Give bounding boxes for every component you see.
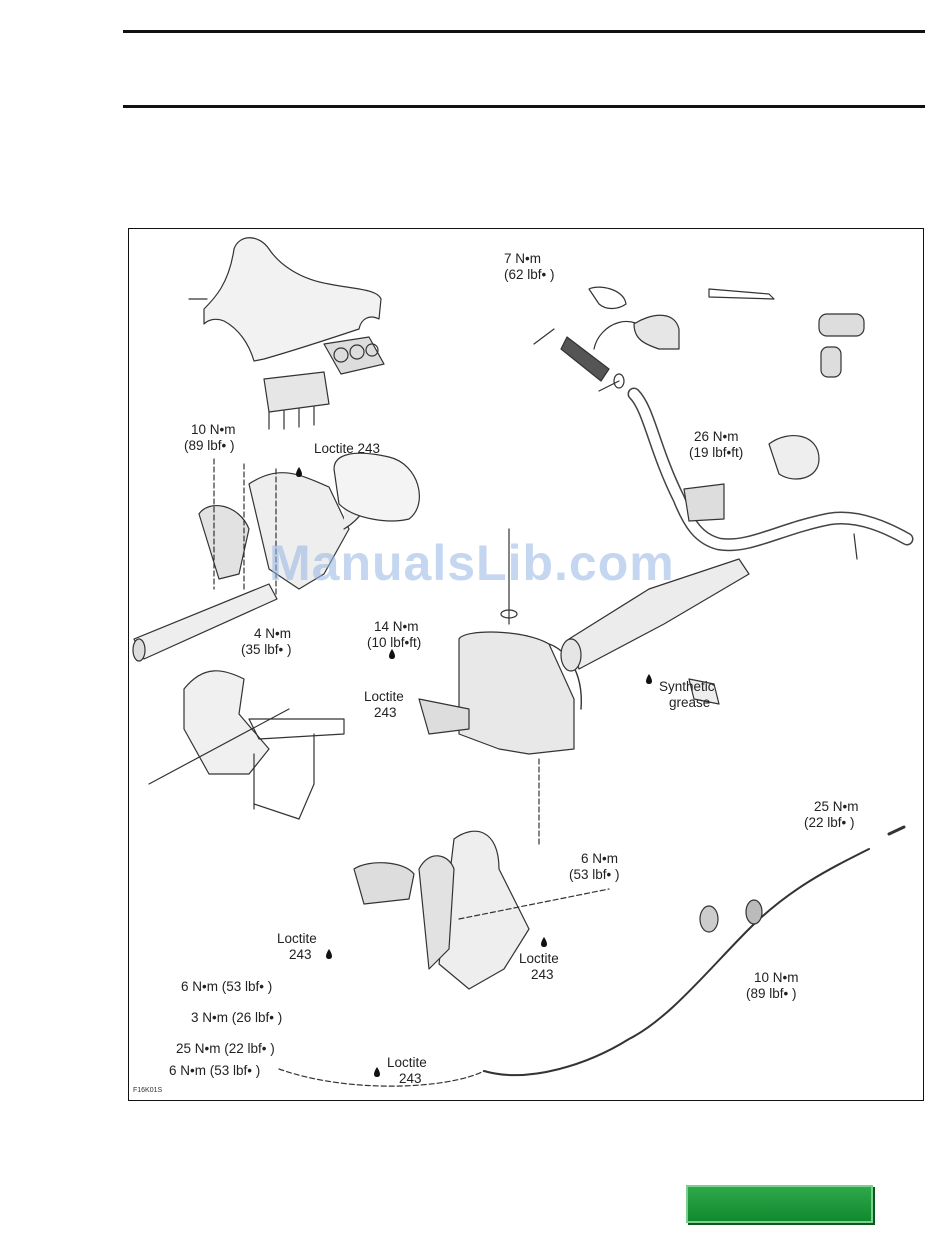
watermark: ManualsLib.com	[269, 535, 675, 591]
torque-label: 6 N•m (53 lbf• )	[181, 979, 273, 994]
steering-cable	[278, 825, 906, 1087]
loctite-label: Loctite 243	[314, 441, 381, 456]
loctite-label: 243	[374, 705, 397, 720]
header-rule-top	[123, 30, 925, 33]
steering-bracket	[353, 758, 610, 990]
torque-label: 6 N•m	[581, 851, 618, 866]
grease-label: Synthetic	[659, 679, 715, 694]
torque-label: 14 N•m	[374, 619, 419, 634]
torque-label: 10 N•m	[754, 970, 799, 985]
figure-code: F16K01S	[133, 1087, 163, 1094]
green-nav-button[interactable]	[686, 1185, 873, 1223]
torque-label: (22 lbf• )	[804, 815, 855, 830]
lower-bracket	[148, 670, 345, 820]
loctite-label: Loctite	[387, 1055, 427, 1070]
loctite-label: 243	[531, 967, 554, 982]
handle-grip	[533, 320, 655, 392]
torque-label: (89 lbf• )	[746, 986, 797, 1001]
grease-label: grease	[669, 695, 711, 710]
clamp-and-switches	[683, 288, 865, 705]
padded-cover	[333, 452, 420, 522]
loctite-label: Loctite	[519, 951, 559, 966]
torque-label: 10 N•m	[191, 422, 236, 437]
throttle-lever	[588, 286, 680, 350]
torque-label: 7 N•m	[504, 251, 541, 266]
cover-part	[188, 237, 382, 362]
torque-label: (10 lbf•ft)	[367, 635, 422, 650]
header-rule-bottom	[123, 105, 925, 108]
loctite-label: 243	[289, 947, 312, 962]
steering-shaft-left	[132, 583, 278, 662]
torque-label: 6 N•m (53 lbf• )	[169, 1063, 261, 1078]
loctite-label: Loctite	[364, 689, 404, 704]
torque-label: (62 lbf• )	[504, 267, 555, 282]
switch-panel	[263, 336, 385, 430]
torque-label: 4 N•m	[254, 626, 291, 641]
loctite-markers	[296, 467, 652, 1077]
steering-assembly-drawing	[132, 237, 914, 1087]
torque-label: 26 N•m	[694, 429, 739, 444]
center-column	[418, 528, 750, 755]
handlebar	[627, 387, 914, 560]
torque-label: 25 N•m	[814, 799, 859, 814]
loctite-label: 243	[399, 1071, 422, 1086]
torque-label: (89 lbf• )	[184, 438, 235, 453]
loctite-label: Loctite	[277, 931, 317, 946]
exploded-diagram-figure: ManualsLib.com 7 N•m (62 lbf• ) 10 N•m (…	[128, 228, 924, 1101]
torque-label: (53 lbf• )	[569, 867, 620, 882]
torque-label: (35 lbf• )	[241, 642, 292, 657]
torque-label: 25 N•m (22 lbf• )	[176, 1041, 275, 1056]
upper-housing	[198, 458, 380, 600]
torque-label: 3 N•m (26 lbf• )	[191, 1010, 283, 1025]
torque-label: (19 lbf•ft)	[689, 445, 744, 460]
